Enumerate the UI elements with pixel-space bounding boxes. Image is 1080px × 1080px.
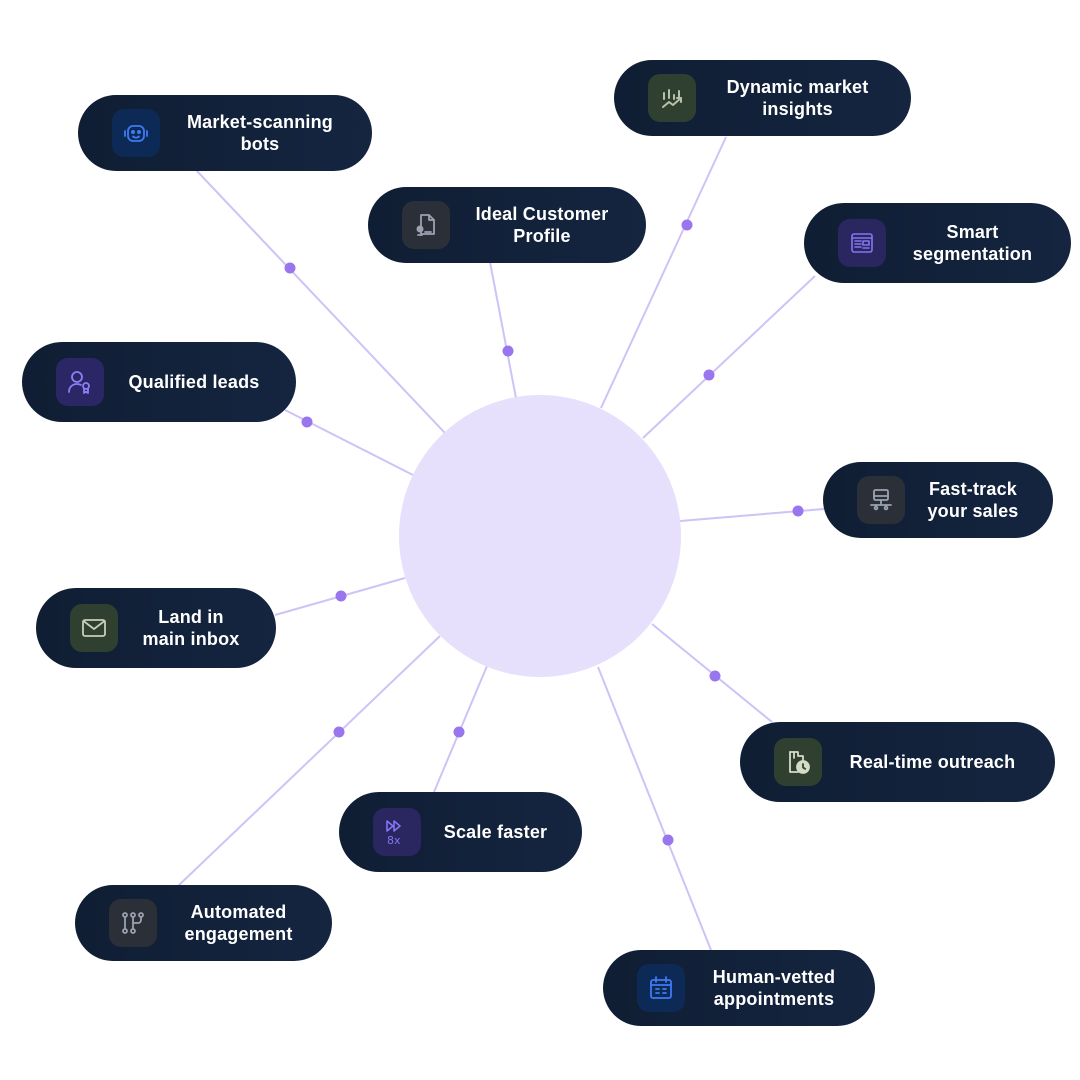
node-smart-segmentation[interactable]: Smart segmentation	[804, 203, 1071, 283]
node-label-line-2: your sales	[927, 501, 1019, 521]
node-label-line-1: Human-vetted	[712, 967, 836, 987]
node-label-line-2: insights	[762, 99, 833, 119]
user-badge-icon	[56, 358, 104, 406]
node-label: Automated engagement	[175, 901, 332, 945]
workflow-icon	[109, 899, 157, 947]
node-label: Ideal Customer Profile	[468, 203, 646, 247]
node-label-line-2: engagement	[184, 924, 293, 944]
node-label-line-1: Dynamic market	[726, 77, 869, 97]
node-label-line-1: Fast-track	[928, 479, 1018, 499]
connector-dot-fast-track-sales	[792, 505, 804, 517]
connector-dot-real-time-outreach	[709, 670, 721, 682]
node-label-line-2: main inbox	[142, 629, 240, 649]
connector-dynamic-market-insights	[600, 136, 727, 409]
node-label-line-1: Land in	[158, 607, 224, 627]
connector-dot-land-in-main-inbox	[335, 590, 347, 602]
connector-dot-automated-engagement	[333, 726, 345, 738]
calendar-icon	[637, 964, 685, 1012]
connector-market-scanning-bots	[195, 169, 446, 434]
node-label: Real-time outreach	[840, 751, 1055, 773]
node-qualified-leads[interactable]: Qualified leads	[22, 342, 296, 422]
connector-automated-engagement	[177, 635, 441, 887]
node-label-line-2: bots	[240, 134, 280, 154]
node-fast-track-sales[interactable]: Fast-track your sales	[823, 462, 1053, 538]
central-hub-circle	[399, 395, 681, 677]
node-ideal-customer-profile[interactable]: Ideal Customer Profile	[368, 187, 646, 263]
svg-text:8x: 8x	[387, 834, 401, 847]
node-real-time-outreach[interactable]: Real-time outreach	[740, 722, 1055, 802]
envelope-icon	[70, 604, 118, 652]
node-label-line-2: segmentation	[912, 244, 1033, 264]
node-label: Land in main inbox	[136, 606, 276, 650]
node-label: Scale faster	[439, 821, 582, 843]
connector-smart-segmentation	[642, 275, 816, 439]
node-label-line-1: Scale faster	[443, 822, 548, 842]
network-monitor-icon	[857, 476, 905, 524]
chart-trend-icon	[648, 74, 696, 122]
node-label: Smart segmentation	[904, 221, 1071, 265]
segmentation-icon	[838, 219, 886, 267]
node-label-line-1: Ideal Customer	[475, 204, 609, 224]
node-label: Human-vetted appointments	[703, 966, 875, 1010]
node-land-in-main-inbox[interactable]: Land in main inbox	[36, 588, 276, 668]
connector-human-vetted-appointments	[597, 666, 712, 951]
connector-dot-ideal-customer-profile	[502, 345, 514, 357]
node-label: Market-scanning bots	[178, 111, 372, 155]
clock-file-icon	[774, 738, 822, 786]
connector-dot-market-scanning-bots	[284, 262, 296, 274]
node-label-line-1: Market-scanning	[186, 112, 334, 132]
node-label-line-2: Profile	[513, 226, 571, 246]
node-human-vetted-appointments[interactable]: Human-vetted appointments	[603, 950, 875, 1026]
connector-ideal-customer-profile	[489, 261, 517, 399]
connector-dot-human-vetted-appointments	[662, 834, 674, 846]
robot-icon	[112, 109, 160, 157]
node-label: Qualified leads	[122, 371, 296, 393]
node-scale-faster[interactable]: 8x Scale faster	[339, 792, 582, 872]
connector-dot-dynamic-market-insights	[681, 219, 693, 231]
connector-dot-qualified-leads	[301, 416, 313, 428]
node-label-line-1: Automated	[190, 902, 287, 922]
connector-dot-scale-faster	[453, 726, 465, 738]
node-label-line-1: Qualified leads	[128, 372, 260, 392]
document-profile-icon	[402, 201, 450, 249]
node-label: Fast-track your sales	[923, 478, 1053, 522]
connector-dot-smart-segmentation	[703, 369, 715, 381]
node-dynamic-market-insights[interactable]: Dynamic market insights	[614, 60, 911, 136]
node-label-line-2: appointments	[713, 989, 835, 1009]
node-automated-engagement[interactable]: Automated engagement	[75, 885, 332, 961]
node-market-scanning-bots[interactable]: Market-scanning bots	[78, 95, 372, 171]
node-label: Dynamic market insights	[714, 76, 911, 120]
node-label-line-1: Real-time outreach	[849, 752, 1016, 772]
fast-forward-8x-icon: 8x	[373, 808, 421, 856]
node-label-line-1: Smart	[946, 222, 999, 242]
